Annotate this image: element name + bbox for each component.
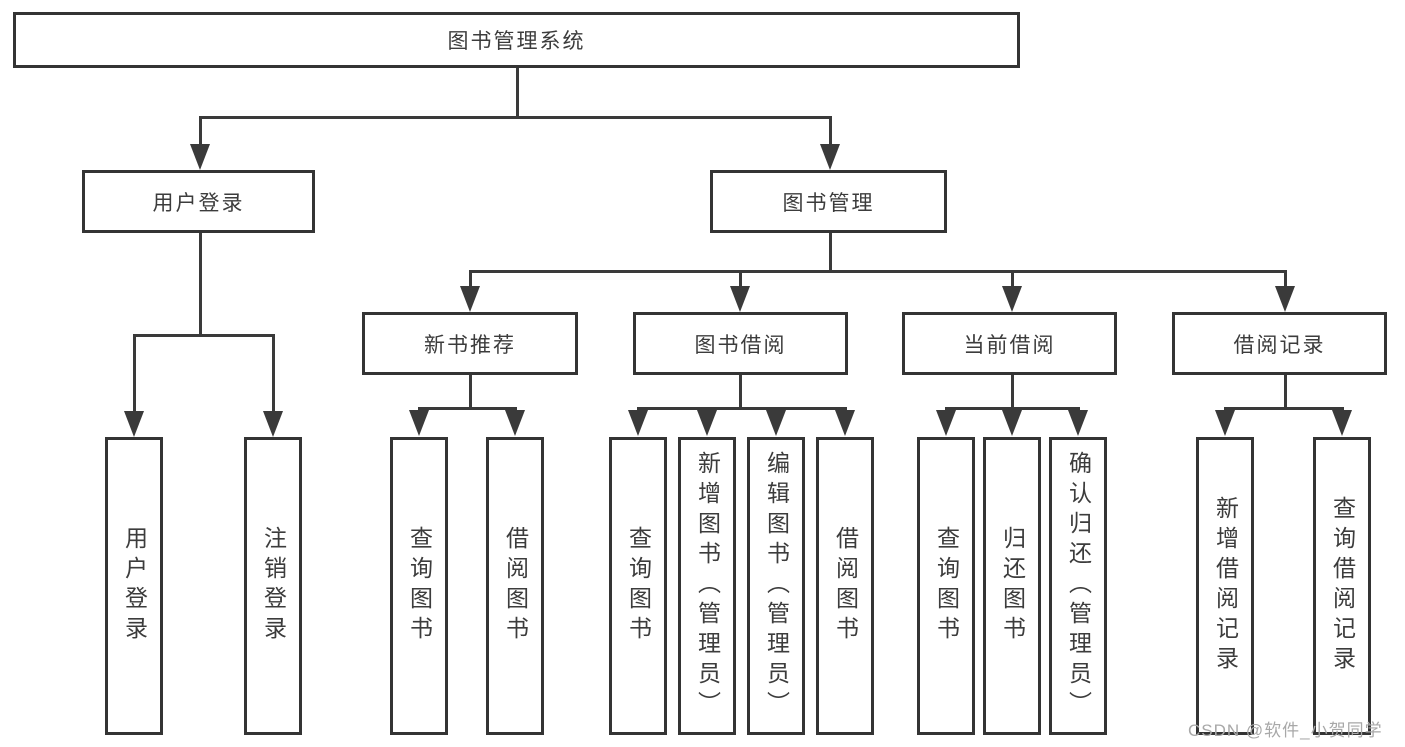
arrow-down-icon bbox=[409, 410, 429, 436]
node-borrow-records: 借阅记录 bbox=[1172, 312, 1387, 375]
leaf-logout: 注销登录 bbox=[244, 437, 302, 735]
leaf-current-return-books-label: 归还图书 bbox=[999, 526, 1026, 646]
csdn-watermark: CSDN @软件_小贺同学 bbox=[1188, 721, 1383, 740]
leaf-user-login: 用户登录 bbox=[105, 437, 163, 735]
connector-current-borrow-stem bbox=[1010, 375, 1014, 408]
leaf-borrow-query-books: 查询图书 bbox=[609, 437, 667, 735]
connector-book-mgmt-stem bbox=[828, 233, 832, 272]
leaf-newrec-borrow-books-label: 借阅图书 bbox=[502, 526, 529, 646]
node-root-system: 图书管理系统 bbox=[13, 12, 1020, 68]
node-user-login: 用户登录 bbox=[82, 170, 315, 233]
connector-level2-bar bbox=[198, 116, 832, 119]
arrow-down-icon bbox=[460, 286, 480, 312]
connector-book-mgmt-stub bbox=[828, 118, 832, 148]
arrow-down-icon bbox=[1275, 286, 1295, 312]
node-user-login-label: 用户登录 bbox=[152, 191, 245, 215]
node-new-book-recommend: 新书推荐 bbox=[362, 312, 578, 375]
arrow-down-icon bbox=[263, 411, 283, 437]
arrow-down-icon bbox=[730, 286, 750, 312]
leaf-records-add-record: 新增借阅记录 bbox=[1196, 437, 1254, 735]
node-book-borrow-label: 图书借阅 bbox=[694, 333, 787, 357]
arrow-down-icon bbox=[697, 410, 717, 436]
leaf-borrow-edit-books-admin: 编辑图书（管理员） bbox=[747, 437, 805, 735]
arrow-down-icon bbox=[190, 144, 210, 170]
arrow-down-icon bbox=[936, 410, 956, 436]
arrow-down-icon bbox=[766, 410, 786, 436]
leaf-borrow-borrow-books: 借阅图书 bbox=[816, 437, 874, 735]
leaf-current-confirm-return-admin-label: 确认归还（管理员） bbox=[1065, 451, 1092, 721]
arrow-down-icon bbox=[505, 410, 525, 436]
leaf-logout-label: 注销登录 bbox=[260, 526, 287, 646]
connector-user-login-bar bbox=[132, 333, 275, 337]
leaf-current-return-books: 归还图书 bbox=[983, 437, 1041, 735]
leaf-borrow-borrow-books-label: 借阅图书 bbox=[832, 526, 859, 646]
connector-book-borrow-bar bbox=[636, 406, 847, 410]
leaf-current-confirm-return-admin: 确认归还（管理员） bbox=[1049, 437, 1107, 735]
arrow-down-icon bbox=[124, 411, 144, 437]
leaf-borrow-add-books-admin-label: 新增图书（管理员） bbox=[694, 451, 721, 721]
leaf-borrow-add-books-admin: 新增图书（管理员） bbox=[678, 437, 736, 735]
arrow-down-icon bbox=[820, 144, 840, 170]
leaf-records-add-record-label: 新增借阅记录 bbox=[1212, 496, 1239, 676]
connector-level3-stub bbox=[738, 272, 742, 288]
connector-level3-stub bbox=[468, 272, 472, 288]
connector-user-login-stem bbox=[198, 232, 202, 336]
node-book-management-label: 图书管理 bbox=[782, 191, 875, 215]
connector-user-login-stub bbox=[198, 118, 202, 148]
node-current-borrow-label: 当前借阅 bbox=[963, 333, 1056, 357]
node-borrow-records-label: 借阅记录 bbox=[1233, 333, 1326, 357]
leaf-newrec-query-books-label: 查询图书 bbox=[406, 526, 433, 646]
connector-borrow-records-stem bbox=[1283, 375, 1287, 408]
connector-leaf-stub bbox=[271, 335, 275, 413]
leaf-newrec-query-books: 查询图书 bbox=[390, 437, 448, 735]
connector-book-borrow-stem bbox=[738, 375, 742, 408]
connector-level3-bar bbox=[468, 270, 1287, 273]
node-root-label: 图书管理系统 bbox=[447, 30, 586, 53]
arrow-down-icon bbox=[1068, 410, 1088, 436]
leaf-records-query-record-label: 查询借阅记录 bbox=[1329, 496, 1356, 676]
connector-root-stem bbox=[515, 68, 519, 118]
leaf-current-query-books-label: 查询图书 bbox=[933, 526, 960, 646]
arrow-down-icon bbox=[1002, 286, 1022, 312]
leaf-current-query-books: 查询图书 bbox=[917, 437, 975, 735]
connector-leaf-stub bbox=[132, 335, 136, 413]
connector-borrow-records-bar bbox=[1223, 406, 1344, 410]
connector-new-book-rec-stem bbox=[468, 375, 472, 408]
arrow-down-icon bbox=[1002, 410, 1022, 436]
connector-level3-stub bbox=[1010, 272, 1014, 288]
node-current-borrow: 当前借阅 bbox=[902, 312, 1117, 375]
leaf-borrow-edit-books-admin-label: 编辑图书（管理员） bbox=[763, 451, 790, 721]
arrow-down-icon bbox=[1215, 410, 1235, 436]
node-new-book-recommend-label: 新书推荐 bbox=[424, 333, 516, 357]
leaf-borrow-query-books-label: 查询图书 bbox=[625, 526, 652, 646]
leaf-records-query-record: 查询借阅记录 bbox=[1313, 437, 1371, 735]
leaf-user-login-label: 用户登录 bbox=[121, 526, 148, 646]
connector-new-book-rec-bar bbox=[417, 406, 517, 410]
arrow-down-icon bbox=[1332, 410, 1352, 436]
leaf-newrec-borrow-books: 借阅图书 bbox=[486, 437, 544, 735]
connector-level3-stub bbox=[1283, 272, 1287, 288]
arrow-down-icon bbox=[628, 410, 648, 436]
node-book-borrow: 图书借阅 bbox=[633, 312, 848, 375]
connector-current-borrow-bar bbox=[944, 406, 1080, 410]
node-book-management: 图书管理 bbox=[710, 170, 947, 233]
arrow-down-icon bbox=[835, 410, 855, 436]
